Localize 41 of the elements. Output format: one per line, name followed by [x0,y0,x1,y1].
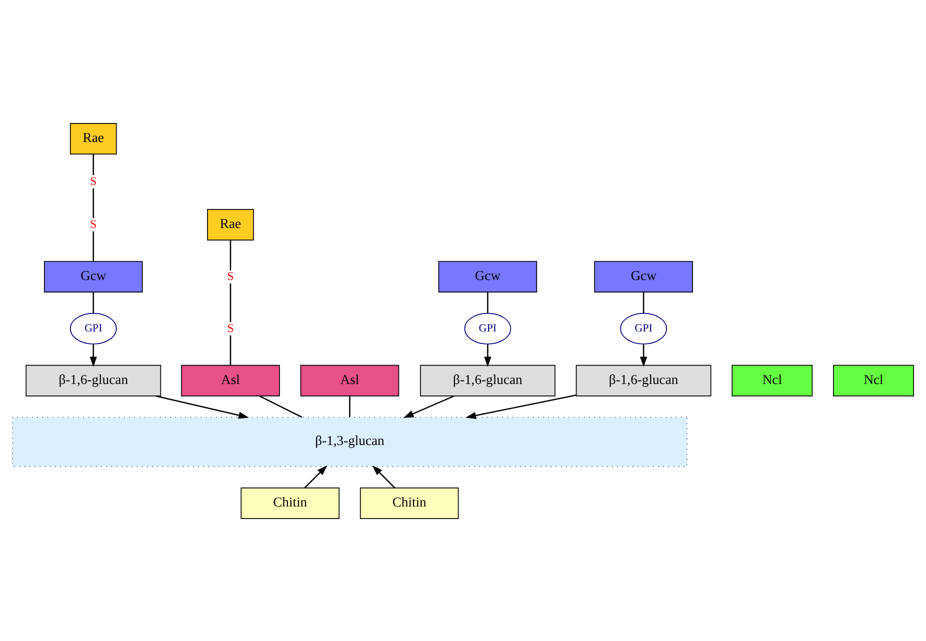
node-box: Asl [181,364,280,396]
node-box: Rae [70,122,117,154]
node-box: Gcw [594,260,693,292]
connector [230,282,232,322]
node-box: β-1,6-glucan [420,364,556,396]
arrow [466,394,576,419]
node-box: Asl [300,364,400,396]
arrow [403,394,454,418]
node-box: Chitin [240,487,340,519]
node-box: β-1,6-glucan [576,364,712,396]
node-box: Rae [207,208,254,240]
node-box: β-1,3-glucan [12,416,688,467]
connector [92,230,94,261]
node-text: S [227,320,234,334]
node-box: Ncl [833,364,914,396]
arrow [156,394,249,418]
arrow [304,464,328,488]
connector [92,154,94,175]
node-box: Gcw [44,260,143,292]
node-box: Gcw [438,260,538,292]
node-box: β-1,6-glucan [26,364,162,396]
connector [259,394,302,418]
node-ellipse: GPI [620,312,667,344]
node-box: Chitin [360,487,459,519]
connector [349,396,350,416]
node-ellipse: GPI [70,312,117,344]
connector [487,292,488,313]
arrow [90,344,97,367]
node-text: S [90,216,97,230]
arrow [640,344,648,367]
node-box: Ncl [732,364,813,396]
arrow [484,344,492,367]
connector [230,240,232,270]
arrow [372,464,396,488]
connector [230,334,232,365]
node-text: S [227,268,234,282]
connector [92,188,94,218]
node-text: S [90,173,97,188]
connector [642,292,644,313]
connector [92,292,94,313]
node-ellipse: GPI [464,312,512,344]
